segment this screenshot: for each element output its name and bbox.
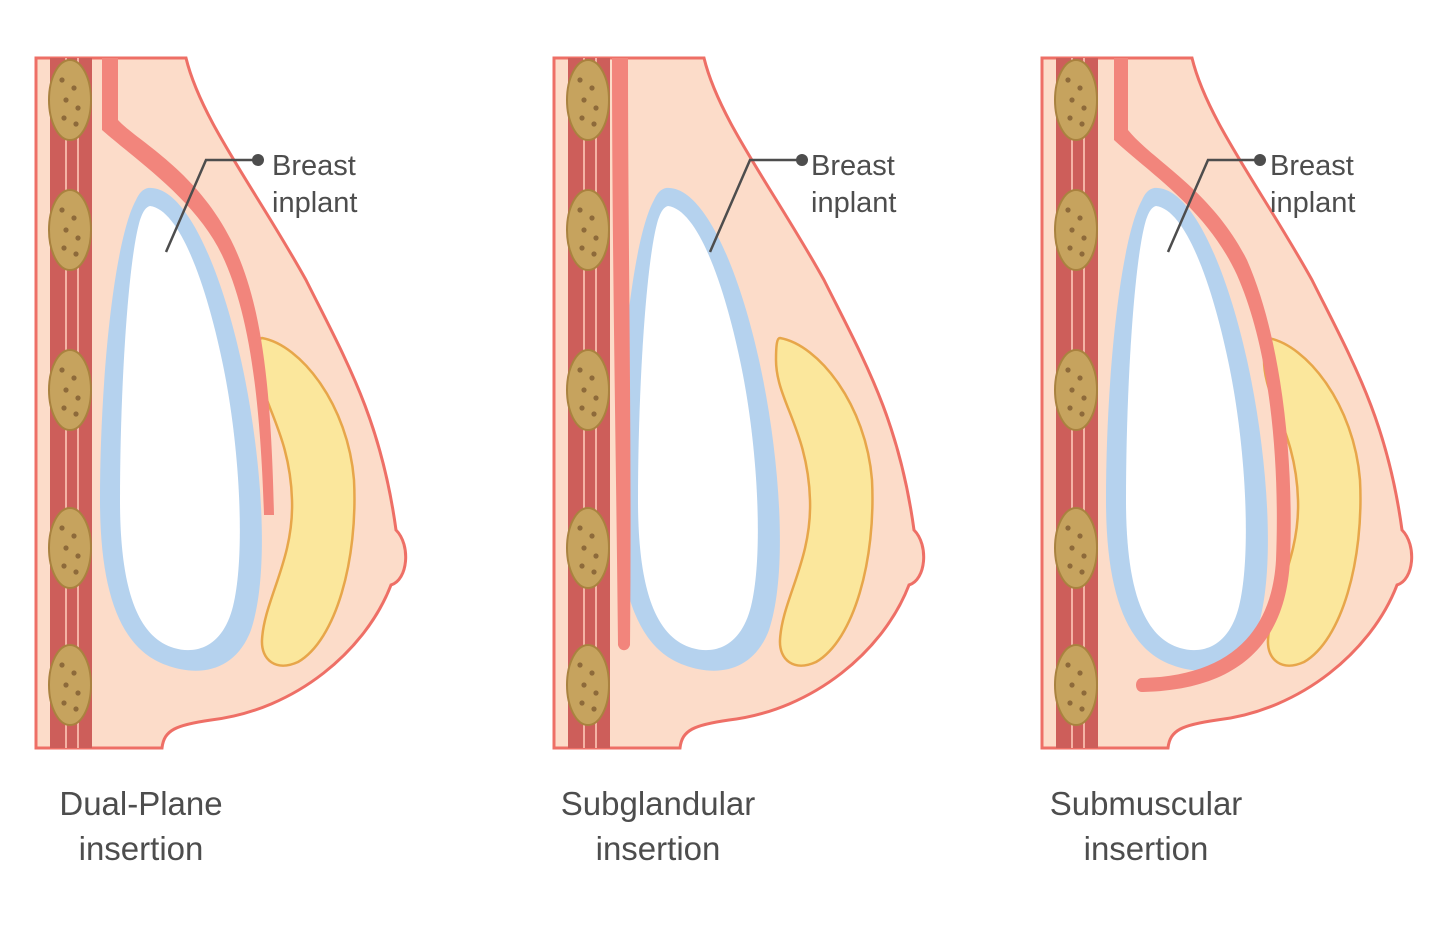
panel-submuscular: Breast inplant xyxy=(1040,56,1414,750)
panel-subglandular: Breast inplant xyxy=(552,56,926,750)
caption-dual-plane-line2: insertion xyxy=(79,830,204,867)
caption-dual-plane: Dual-Plane xyxy=(59,785,222,822)
callout-breast-implant-line2: inplant xyxy=(811,187,896,219)
callout-breast-implant: Breast xyxy=(1270,150,1354,182)
callout-breast-implant: Breast xyxy=(272,150,356,182)
pectoral-muscle xyxy=(102,58,274,515)
caption-subglandular: Subglandular xyxy=(561,785,756,822)
caption-submuscular-line2: insertion xyxy=(1084,830,1209,867)
callout-breast-implant-line2: inplant xyxy=(272,187,357,219)
panel-dual-plane: Breast inplant xyxy=(34,56,408,750)
caption-subglandular-line2: insertion xyxy=(596,830,721,867)
pectoral-muscle xyxy=(612,58,631,651)
callout-breast-implant-line2: inplant xyxy=(1270,187,1355,219)
caption-submuscular: Submuscular xyxy=(1050,785,1243,822)
callout-breast-implant: Breast xyxy=(811,150,895,182)
